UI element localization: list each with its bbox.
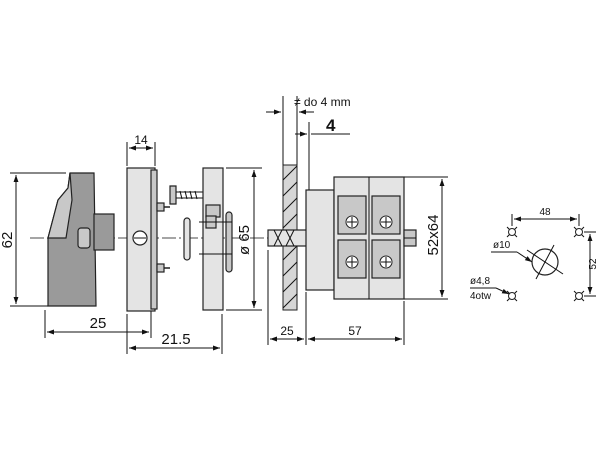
dimension-57-label: 57: [348, 324, 362, 338]
center-hole: [526, 244, 564, 280]
dimension-62: 62: [0, 172, 66, 307]
dimension-48-label: 48: [539, 207, 551, 218]
dimension-panel-thickness-label: ≠ do 4 mm: [294, 95, 351, 109]
center-hole-callout: ø10: [491, 240, 533, 263]
center-hole-label: ø10: [493, 240, 511, 251]
terminal-screw: [379, 215, 393, 229]
dimension-14-label: 14: [134, 133, 148, 147]
dimension-25-right-label: 25: [280, 324, 294, 338]
mount-hole: [573, 226, 585, 238]
dimension-52: 52: [584, 231, 599, 297]
gasket-ring: [183, 217, 191, 261]
dimension-62-label: 62: [0, 232, 16, 249]
dimension-52x64: 52x64: [404, 176, 448, 300]
dimension-4: 4: [295, 116, 350, 190]
dimension-21-5-label: 21.5: [161, 331, 190, 348]
switch-body: [305, 176, 417, 300]
mount-hole: [506, 226, 518, 238]
escutcheon-plate: [199, 167, 233, 311]
dimension-25-left-label: 25: [90, 315, 107, 332]
dimension-25-right: 25: [267, 250, 307, 345]
dimension-25-left: 25: [44, 310, 152, 338]
dimension-diameter-65-label: ø 65: [236, 225, 253, 255]
dimension-57: 57: [308, 301, 405, 345]
mount-hole-count-label: 4otw: [470, 291, 492, 302]
dimension-panel-thickness: ≠ do 4 mm: [266, 95, 351, 165]
terminal-screw: [345, 215, 359, 229]
mount-hole: [573, 290, 585, 302]
dimension-diameter-65: ø 65: [226, 167, 262, 311]
dimension-14: 14: [126, 133, 156, 166]
terminal-screw: [379, 255, 393, 269]
front-plate: [126, 167, 170, 312]
hole-pattern: [506, 226, 585, 302]
dimension-52x64-label: 52x64: [425, 215, 442, 256]
mount-hole: [506, 290, 518, 302]
dimension-48: 48: [511, 207, 580, 226]
dimension-21-5: 21.5: [126, 314, 223, 354]
dimension-52-label: 52: [588, 258, 599, 270]
switch-shaft: [267, 229, 309, 247]
handle-knob: [47, 172, 115, 307]
terminal-screw: [345, 255, 359, 269]
mount-hole-callout: ø4,8 4otw: [470, 276, 510, 302]
mounting-screw: [169, 185, 205, 205]
mount-hole-label: ø4,8: [470, 276, 490, 287]
dimension-4-label: 4: [326, 116, 336, 135]
